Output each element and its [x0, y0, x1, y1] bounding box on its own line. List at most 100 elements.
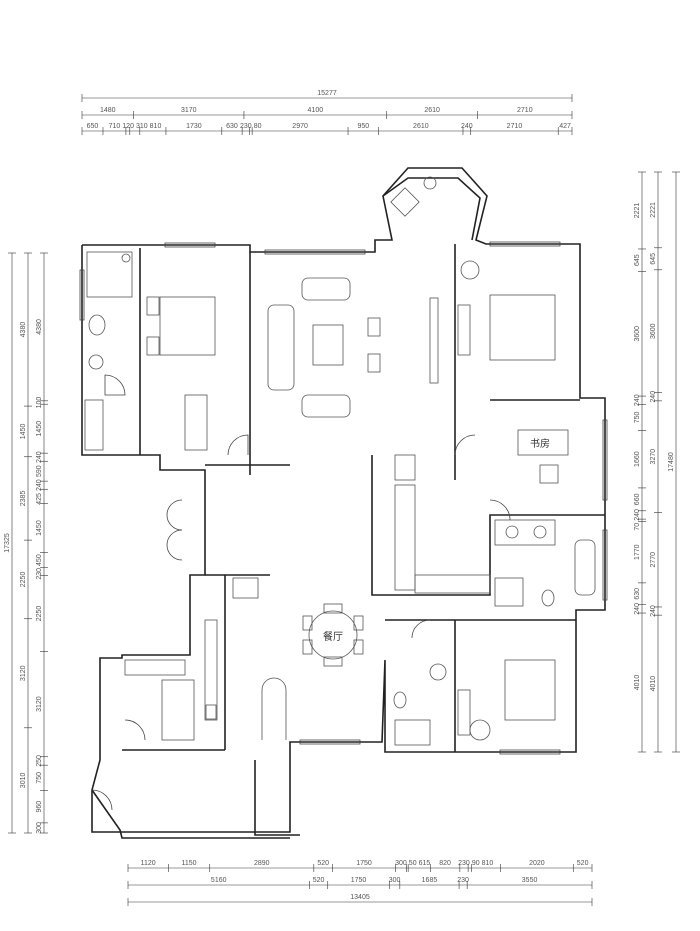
window [602, 419, 608, 501]
dimension-label: 2610 [413, 123, 429, 130]
dimension-label: 750 [634, 411, 641, 423]
dimension-label: 2610 [424, 107, 440, 114]
dimension-label: 1150 [182, 860, 197, 867]
room-label-dining: 餐厅 [323, 630, 343, 643]
dimension-label: 1685 [422, 877, 438, 884]
nightstand [146, 296, 160, 316]
basin [505, 525, 519, 539]
door [166, 499, 183, 531]
dimension-label: 1450 [36, 421, 43, 437]
sofa [267, 304, 295, 391]
window [489, 241, 561, 247]
dimension-label: 427 [559, 123, 571, 130]
dimension-label: 3170 [181, 107, 197, 114]
dimension-label: 3010 [20, 773, 27, 789]
dimension-label: 240 [634, 509, 641, 521]
chair [460, 260, 480, 280]
dimension-label: 650 [87, 123, 99, 130]
dimension-label: 2020 [529, 860, 545, 867]
dimension-label: 960 [36, 801, 43, 813]
arch [261, 677, 287, 740]
coffee-table [312, 324, 344, 366]
table-top [308, 610, 358, 660]
dimension-label: 5160 [211, 877, 227, 884]
sink [88, 354, 104, 370]
door [489, 499, 511, 521]
chair [302, 639, 313, 655]
window [299, 739, 361, 745]
wall-corridor [371, 455, 605, 596]
dimension-label: 120 [122, 123, 134, 130]
windows [79, 241, 608, 755]
armchair [301, 277, 351, 301]
window [264, 249, 366, 255]
dimension-label: 520 [317, 860, 329, 867]
walls [81, 167, 606, 839]
dimension-label: 240 [634, 394, 641, 406]
dimension-label: 615 [419, 860, 431, 867]
dimension-label: 4380 [20, 322, 27, 338]
furniture: 餐厅 书房 [84, 176, 596, 746]
shower [86, 251, 133, 298]
bathtub [574, 539, 596, 596]
dimension-label: 240 [36, 451, 43, 463]
dimension-label: 2770 [650, 552, 657, 568]
dimension-label: 17325 [4, 533, 11, 553]
side-table [367, 353, 381, 373]
closet [414, 574, 491, 594]
dimension-label: 3120 [36, 696, 43, 712]
dimension-label: 4100 [308, 107, 324, 114]
dimension-label: 950 [358, 123, 370, 130]
chair [353, 639, 364, 655]
dimension-label: 3600 [634, 326, 641, 342]
desk [517, 429, 569, 456]
room-label-study: 书房 [530, 437, 550, 450]
dimension-label: 425 [36, 493, 43, 505]
dimension-label: 630 [634, 588, 641, 600]
dimension-label: 13405 [350, 894, 370, 901]
dimension-label: 100 [36, 397, 43, 409]
window [164, 242, 216, 248]
dimension-label: 300 [36, 822, 43, 834]
dimension-label: 300 [389, 877, 401, 884]
desk-chair [539, 464, 559, 484]
dimension-label: 1750 [351, 877, 367, 884]
door [124, 719, 146, 741]
chair [323, 656, 343, 667]
door [411, 619, 431, 639]
dimension-label: 70 [634, 523, 641, 531]
window [79, 269, 85, 321]
dimension-label: 1450 [20, 424, 27, 440]
dimension-label: 2221 [650, 202, 657, 218]
nightstand [146, 336, 160, 356]
dimension-label: 230 [458, 860, 470, 867]
dimension-label: 90 [472, 860, 480, 867]
dimension-label: 520 [313, 877, 325, 884]
dimension-label: 1770 [634, 544, 641, 560]
balcony-bottom [254, 760, 300, 836]
dimension-label: 820 [439, 860, 451, 867]
dimension-label: 2250 [20, 572, 27, 588]
dimension-label: 230 [36, 568, 43, 580]
dimension-label: 2385 [20, 491, 27, 507]
dimension-label: 3550 [522, 877, 538, 884]
dimension-label: 1750 [356, 860, 372, 867]
dimension-label: 2250 [36, 606, 43, 622]
shower-head [121, 253, 131, 263]
dimension-label: 230 [457, 877, 469, 884]
dimension-label: 660 [634, 493, 641, 505]
toilet [541, 589, 555, 607]
dimension-label: 2221 [634, 203, 641, 219]
outer-wall [81, 167, 606, 833]
dimension-label: 1480 [100, 107, 116, 114]
dimension-label: 240 [634, 603, 641, 615]
balcony-left [91, 789, 290, 839]
dimension-label: 645 [650, 253, 657, 265]
shower [494, 577, 524, 607]
chair [323, 603, 343, 614]
basin [429, 663, 447, 681]
dimension-label: 250 [36, 755, 43, 767]
armchair [301, 394, 351, 418]
chair [302, 615, 313, 631]
